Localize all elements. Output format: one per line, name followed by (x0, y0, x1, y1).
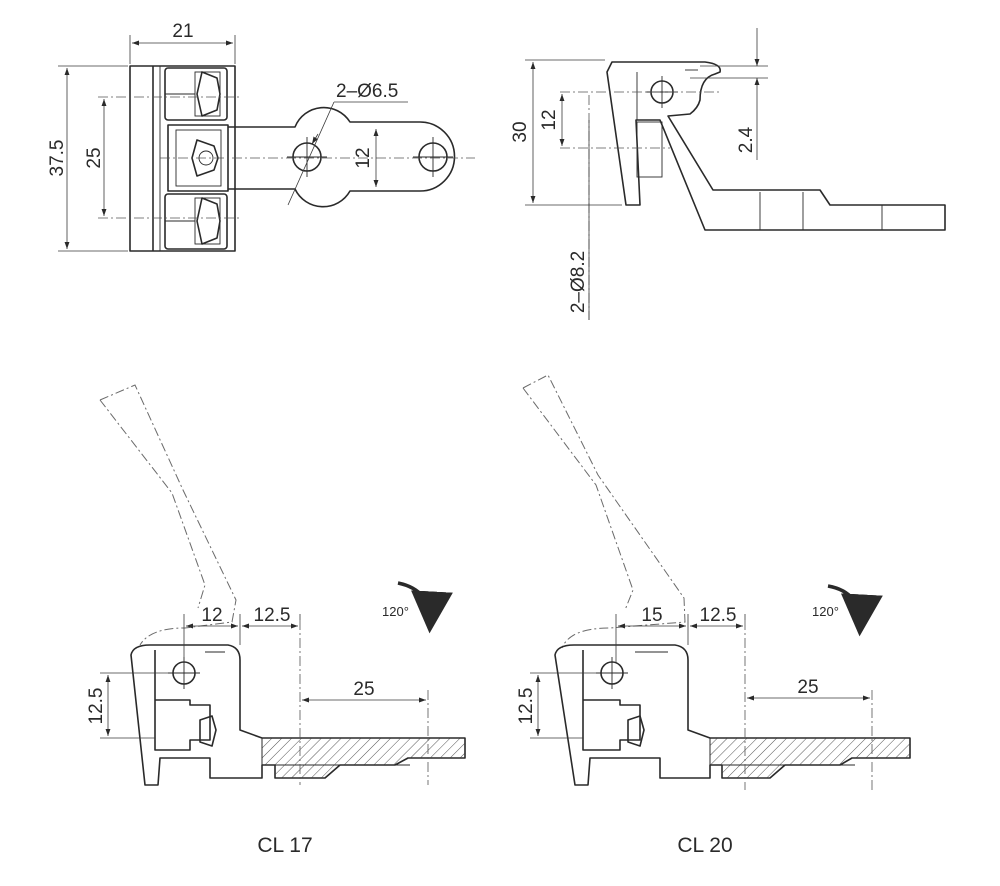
dim-width-21: 21 (172, 21, 193, 42)
dim-height-25: 25 (84, 147, 105, 168)
cl17-rotation-label: 120° (382, 604, 409, 619)
cl17-dim-12: 12 (201, 605, 222, 626)
cl20-dim-15: 15 (641, 605, 662, 626)
side-profile (606, 61, 946, 231)
cl17-caption: CL 17 (257, 834, 312, 857)
dim-arm-12: 12 (353, 147, 374, 168)
cl17-view: 12 12.5 25 12.5 120° CL 17 (86, 384, 466, 857)
cl20-rotation-label: 120° (812, 604, 839, 619)
side-view: 30 12 2.4 2–Ø8.2 (510, 28, 946, 320)
arm (228, 106, 456, 208)
dim-hole-8-2: 2–Ø8.2 (568, 251, 589, 313)
cl17-profile (130, 644, 466, 786)
cl17-dim-12-5: 12.5 (254, 605, 291, 626)
cl17-rotation-arrow (397, 581, 453, 634)
cl20-dim-25: 25 (797, 677, 818, 698)
cl20-view: 15 12.5 25 12.5 120° CL 20 (516, 374, 911, 857)
dim-pivot-12: 12 (539, 109, 560, 130)
top-view: 21 37.5 25 2–Ø6.5 12 (47, 21, 475, 252)
dim-hole-6-5: 2–Ø6.5 (336, 81, 398, 102)
dim-height-30: 30 (510, 121, 531, 142)
cl20-profile (554, 644, 911, 786)
cl17-dim-25: 25 (353, 679, 374, 700)
cl20-caption: CL 20 (677, 834, 732, 857)
cl20-rotation-arrow (827, 584, 883, 637)
cl17-dim-height-12-5: 12.5 (86, 688, 107, 725)
dim-height-37-5: 37.5 (47, 140, 68, 177)
lower-screw (164, 193, 228, 250)
cl20-dim-height-12-5: 12.5 (516, 688, 537, 725)
dim-lip-2-4: 2.4 (736, 126, 757, 153)
base-plate (129, 65, 236, 252)
upper-screw (164, 67, 228, 121)
cl20-dim-12-5: 12.5 (700, 605, 737, 626)
